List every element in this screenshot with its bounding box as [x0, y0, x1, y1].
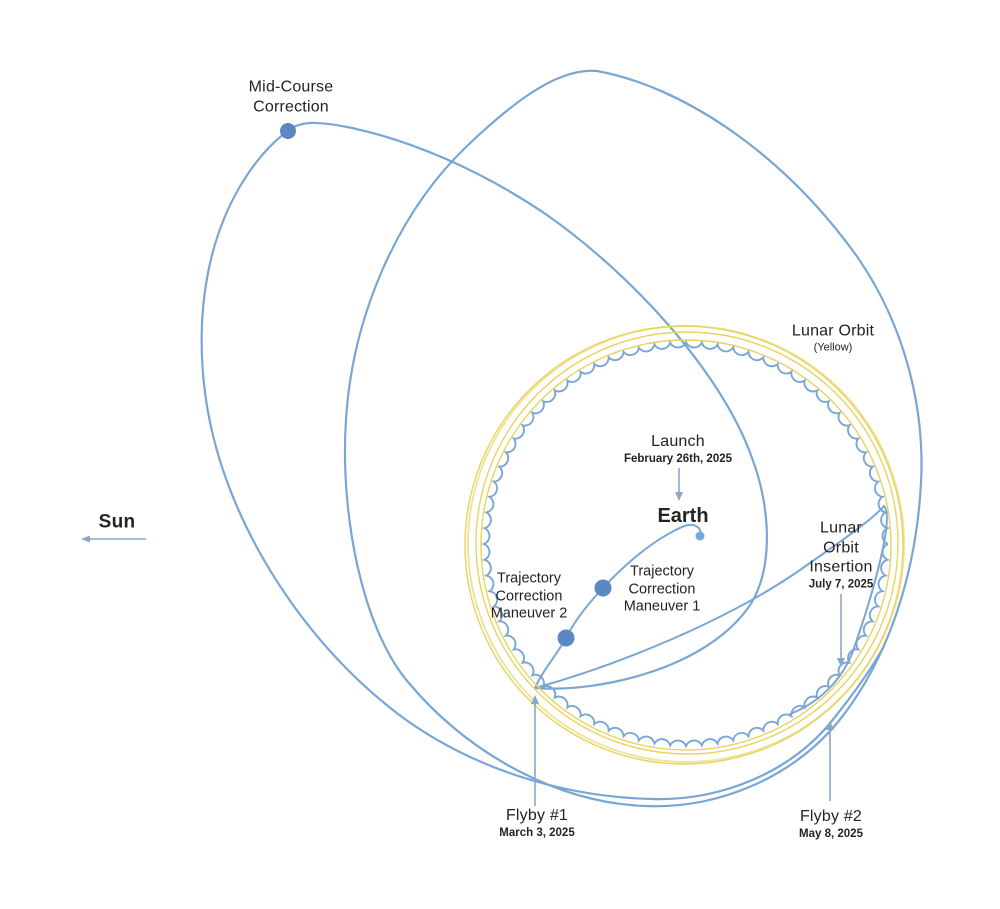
flyby2-arrow: [826, 721, 834, 801]
tcm2-label: Trajectory Correction Maneuver 2: [490, 570, 568, 622]
launch-label: Launch February 26th, 2025: [623, 433, 733, 465]
flyby2-label: Flyby #2 May 8, 2025: [799, 808, 863, 840]
flyby1-arrowhead-icon: [531, 695, 539, 704]
tcm1-label: Trajectory Correction Maneuver 1: [623, 563, 701, 615]
loi-arrowhead-icon: [837, 658, 845, 667]
lunar-orbit-insertion-arrow: [837, 594, 845, 667]
tcm1-dot: [594, 579, 612, 597]
lunar-orbit-insertion-label: Lunar Orbit Insertion July 7, 2025: [808, 519, 874, 591]
launch-arrow: [675, 468, 683, 501]
flyby1-arrow: [531, 695, 539, 806]
sun-label: Sun: [98, 511, 136, 533]
lunar-orbit-label: Lunar Orbit (Yellow): [791, 322, 875, 354]
mid-course-correction-label: Mid-Course Correction: [248, 78, 334, 115]
mid-course-correction-dot: [280, 123, 296, 139]
sun-arrowhead-icon: [81, 535, 90, 543]
tcm2-dot: [557, 629, 575, 647]
trajectory-outer-loop: [343, 69, 923, 808]
flyby2-arrowhead-icon: [826, 721, 834, 730]
lunar-orbit-yellow-circle-1: [464, 325, 904, 765]
lunar-orbit-yellow-circle-2: [475, 331, 899, 755]
sun-direction-arrow: [81, 535, 146, 543]
launch-arrowhead-icon: [675, 492, 683, 501]
lunar-orbit-spacecraft-path: [481, 339, 891, 749]
earth-label: Earth: [657, 504, 709, 527]
trajectory-mcc-loop: [200, 121, 886, 801]
earth-dot: [695, 531, 705, 541]
lunar-insertion-leg: [534, 504, 888, 715]
flyby1-label: Flyby #1 March 3, 2025: [499, 807, 575, 839]
